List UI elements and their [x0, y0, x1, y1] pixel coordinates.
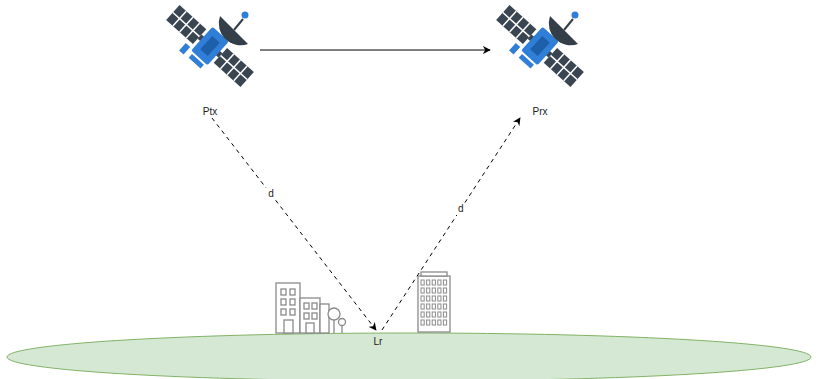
- edge-label: d: [456, 203, 466, 215]
- building-window: [438, 320, 441, 325]
- building-windows: [421, 280, 447, 325]
- left-buildings: [284, 320, 293, 333]
- building-window: [432, 304, 435, 309]
- satellite-node: Ptx: [160, 6, 260, 118]
- left-buildings: [281, 299, 286, 305]
- node-label: Ptx: [203, 106, 217, 118]
- building-window: [427, 304, 430, 309]
- node-label: Lr: [374, 336, 383, 348]
- building-window: [432, 312, 435, 317]
- satellite-icon: [157, 1, 258, 98]
- left-buildings: [306, 323, 314, 333]
- building-window: [443, 320, 446, 325]
- ground-node: Lr: [8, 330, 810, 379]
- building-window: [438, 312, 441, 317]
- left-buildings: [341, 326, 342, 333]
- building-window: [421, 288, 424, 293]
- building-window: [443, 296, 446, 301]
- building-window: [438, 296, 441, 301]
- left-buildings: [339, 319, 346, 326]
- building-window: [438, 304, 441, 309]
- dashed-link: [212, 118, 376, 330]
- building-window: [421, 296, 424, 301]
- left-buildings: [281, 289, 286, 295]
- building-window: [421, 304, 424, 309]
- link-arrow: [260, 50, 490, 51]
- building-window: [427, 280, 430, 285]
- building-window: [443, 304, 446, 309]
- building-window: [432, 296, 435, 301]
- right-building: [418, 276, 450, 332]
- ground-ellipse: [7, 333, 811, 379]
- building-window: [432, 320, 435, 325]
- left-buildings: [304, 313, 309, 319]
- edge-label: d: [266, 188, 276, 200]
- satellite-icon: [487, 1, 588, 98]
- left-buildings: [276, 283, 300, 333]
- node-label: Prx: [533, 106, 548, 118]
- right-building: [421, 272, 447, 276]
- building-window: [432, 280, 435, 285]
- left-buildings: [320, 304, 329, 333]
- building-window: [421, 320, 424, 325]
- building-window: [438, 280, 441, 285]
- satellite-node: Prx: [490, 6, 590, 118]
- left-buildings: [304, 303, 309, 309]
- left-buildings: [290, 299, 295, 305]
- left-buildings: [281, 309, 286, 315]
- dashed-link: [382, 118, 520, 330]
- left-buildings: [333, 320, 334, 333]
- building-window: [443, 280, 446, 285]
- left-buildings: [276, 283, 346, 333]
- building-window: [427, 288, 430, 293]
- left-buildings: [300, 298, 320, 333]
- building-window: [421, 312, 424, 317]
- building-window: [432, 288, 435, 293]
- building-window: [427, 312, 430, 317]
- building-window: [443, 288, 446, 293]
- left-buildings: [312, 303, 317, 309]
- building-window: [438, 288, 441, 293]
- left-buildings: [290, 289, 295, 295]
- building-window: [427, 320, 430, 325]
- left-buildings: [290, 309, 295, 315]
- building-window: [427, 296, 430, 301]
- left-buildings: [328, 308, 340, 320]
- left-buildings: [312, 313, 317, 319]
- right-building: [418, 272, 450, 332]
- building-window: [443, 312, 446, 317]
- building-window: [421, 280, 424, 285]
